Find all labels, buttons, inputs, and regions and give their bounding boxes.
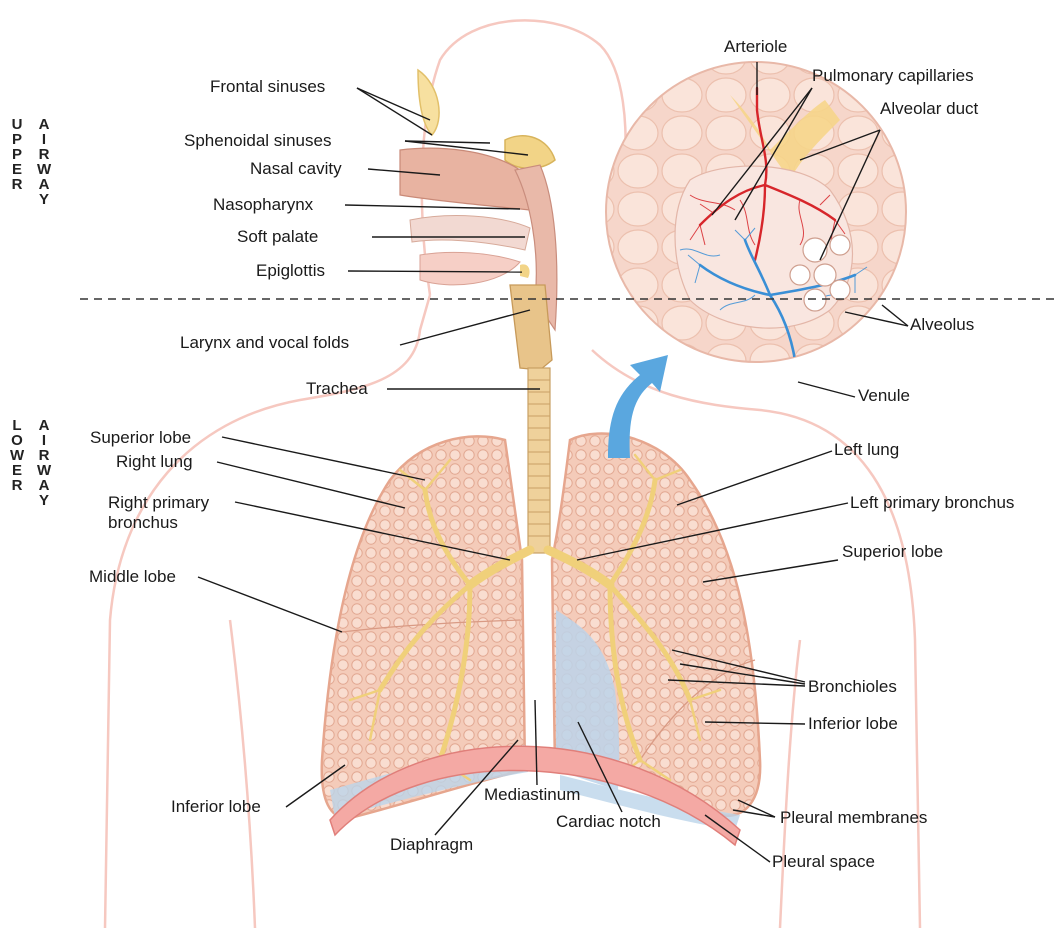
label-bronchioles: Bronchioles xyxy=(808,677,897,697)
label-nasal-cavity: Nasal cavity xyxy=(250,159,342,179)
label-diaphragm: Diaphragm xyxy=(390,835,473,855)
label-epiglottis: Epiglottis xyxy=(256,261,325,281)
label-inferior-lobe-left: Inferior lobe xyxy=(808,714,898,734)
label-cardiac-notch: Cardiac notch xyxy=(556,812,661,832)
label-sphenoidal-sinuses: Sphenoidal sinuses xyxy=(184,131,331,151)
lower-airway-label-col1: L O W E R xyxy=(10,418,24,493)
label-superior-lobe-left: Superior lobe xyxy=(842,542,943,562)
label-inferior-lobe-right: Inferior lobe xyxy=(171,797,261,817)
label-left-primary-bronchus: Left primary bronchus xyxy=(850,493,1014,513)
label-mediastinum: Mediastinum xyxy=(484,785,580,805)
lower-airway-label-col2: A I R W A Y xyxy=(37,418,51,508)
label-frontal-sinuses: Frontal sinuses xyxy=(210,77,325,97)
label-superior-lobe-right: Superior lobe xyxy=(90,428,191,448)
label-nasopharynx: Nasopharynx xyxy=(213,195,313,215)
label-right-primary-bronchus: Right primary bronchus xyxy=(108,493,209,533)
label-right-lung: Right lung xyxy=(116,452,193,472)
label-trachea: Trachea xyxy=(306,379,368,399)
label-alveolar-duct: Alveolar duct xyxy=(880,99,978,119)
label-venule: Venule xyxy=(858,386,910,406)
label-left-lung: Left lung xyxy=(834,440,899,460)
label-pleural-space: Pleural space xyxy=(772,852,875,872)
alveolus-magnified-view xyxy=(606,62,906,385)
upper-airway-label-col2: A I R W A Y xyxy=(37,117,51,207)
label-soft-palate: Soft palate xyxy=(237,227,318,247)
label-pulmonary-capillaries: Pulmonary capillaries xyxy=(812,66,974,86)
label-larynx: Larynx and vocal folds xyxy=(180,333,349,353)
label-pleural-membranes: Pleural membranes xyxy=(780,808,927,828)
upper-airway-label-col1: U P P E R xyxy=(10,117,24,192)
label-middle-lobe: Middle lobe xyxy=(89,567,176,587)
label-alveolus: Alveolus xyxy=(910,315,974,335)
label-arteriole: Arteriole xyxy=(724,37,787,57)
